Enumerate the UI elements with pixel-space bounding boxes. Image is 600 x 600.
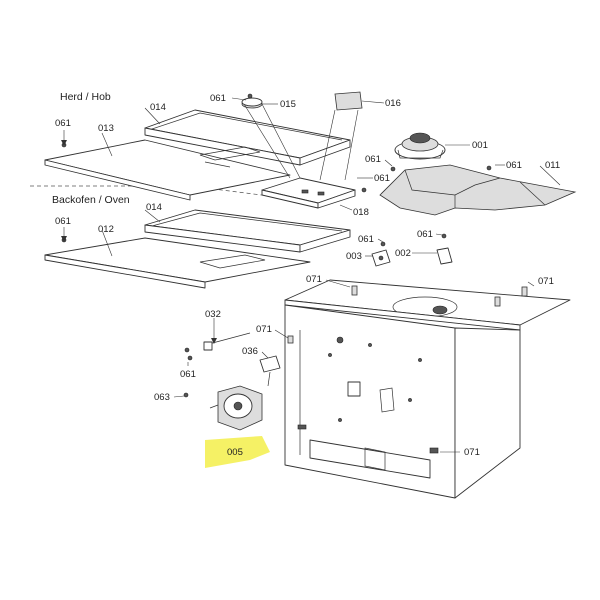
part-011-fan-housing	[379, 164, 577, 216]
panel-014-upper	[144, 109, 351, 166]
callout-071: 071	[538, 276, 554, 287]
callout-001: 001	[472, 140, 488, 151]
callout-061: 061	[55, 118, 71, 129]
section-label-hob: Herd / Hob	[60, 91, 111, 103]
callout-003: 003	[346, 251, 362, 262]
arrowheads	[61, 140, 217, 344]
part-032-rod	[203, 332, 251, 351]
panel-014-lower	[144, 209, 351, 253]
oven-body	[284, 279, 571, 499]
panel-012	[44, 237, 311, 289]
part-015-disc	[241, 97, 301, 179]
callouts: 061 015 016 014 061 013 001 061 061 011 …	[55, 93, 560, 458]
callout-014: 014	[150, 102, 166, 113]
callout-036: 036	[242, 346, 258, 357]
callout-002: 002	[395, 248, 411, 259]
part-001-fan-motor	[394, 132, 446, 160]
leader-lines	[63, 97, 561, 453]
callout-011: 011	[545, 160, 560, 171]
part-003-bracket	[371, 249, 391, 267]
callout-032: 032	[205, 309, 221, 320]
panel-013	[44, 139, 291, 201]
callout-016: 016	[385, 98, 401, 109]
callout-014: 014	[146, 202, 162, 213]
callout-012: 012	[98, 224, 114, 235]
part-005-motor	[209, 385, 263, 431]
callout-061: 061	[417, 229, 433, 240]
part-018-tray	[261, 177, 356, 209]
callout-018: 018	[353, 207, 369, 218]
callout-071: 071	[464, 447, 480, 458]
screws	[61, 93, 492, 398]
callout-015: 015	[280, 99, 296, 110]
part-016-block	[319, 91, 363, 181]
callout-061: 061	[365, 154, 381, 165]
callout-061: 061	[506, 160, 522, 171]
part-036-probe	[259, 355, 281, 387]
callout-061: 061	[55, 216, 71, 227]
callout-071: 071	[256, 324, 272, 335]
callout-063: 063	[154, 392, 170, 403]
callout-061: 061	[374, 173, 390, 184]
callout-061: 061	[180, 369, 196, 380]
callout-013: 013	[98, 123, 114, 134]
callout-071: 071	[306, 274, 322, 285]
section-label-oven: Backofen / Oven	[52, 194, 130, 206]
callout-061: 061	[210, 93, 226, 104]
callout-061: 061	[358, 234, 374, 245]
callout-005: 005	[227, 447, 243, 458]
part-005-highlight	[205, 436, 270, 468]
part-002-bracket	[436, 247, 453, 265]
